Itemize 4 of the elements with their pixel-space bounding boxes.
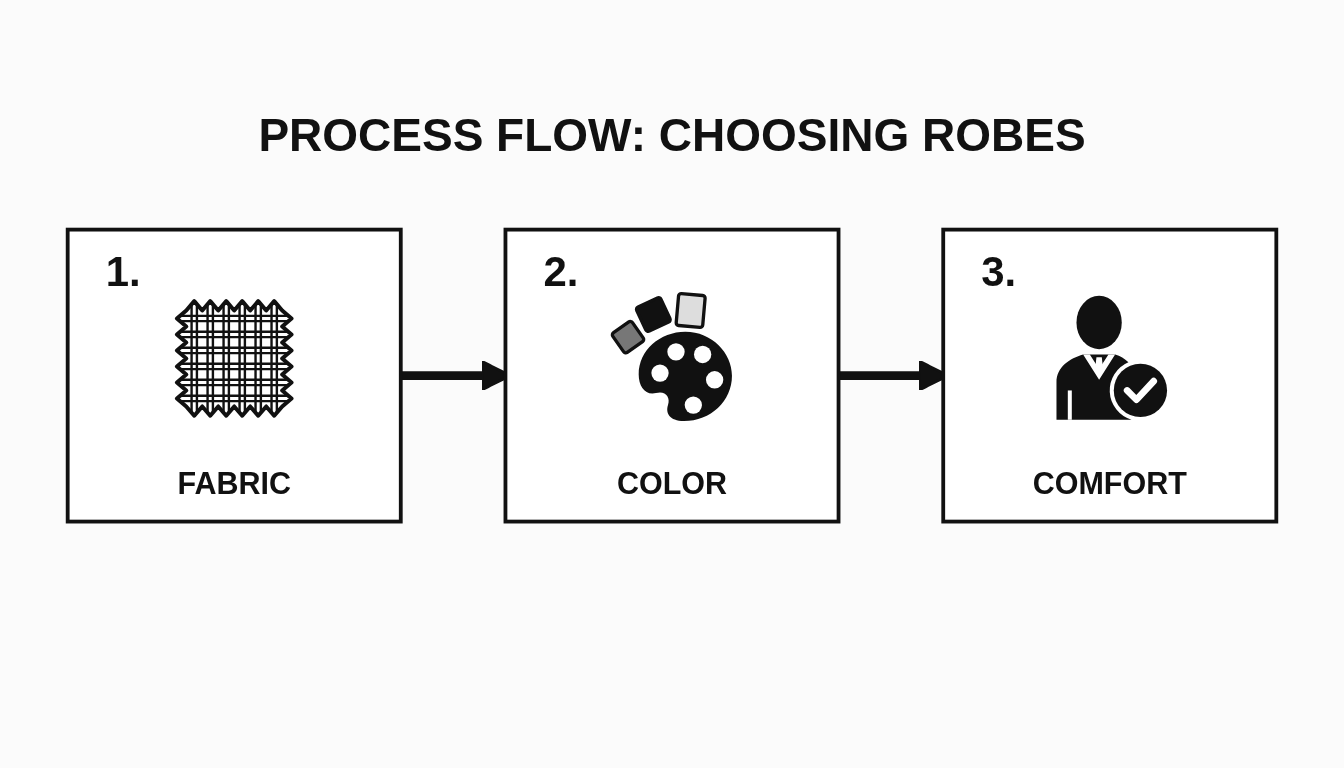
node-box: 3. COMFORT [941,227,1279,524]
node-box: 1. FABRIC [65,227,403,524]
node-box: 2. COLOR [503,227,841,524]
title: PROCESS FLOW: CHOOSING ROBES [257,108,1087,162]
